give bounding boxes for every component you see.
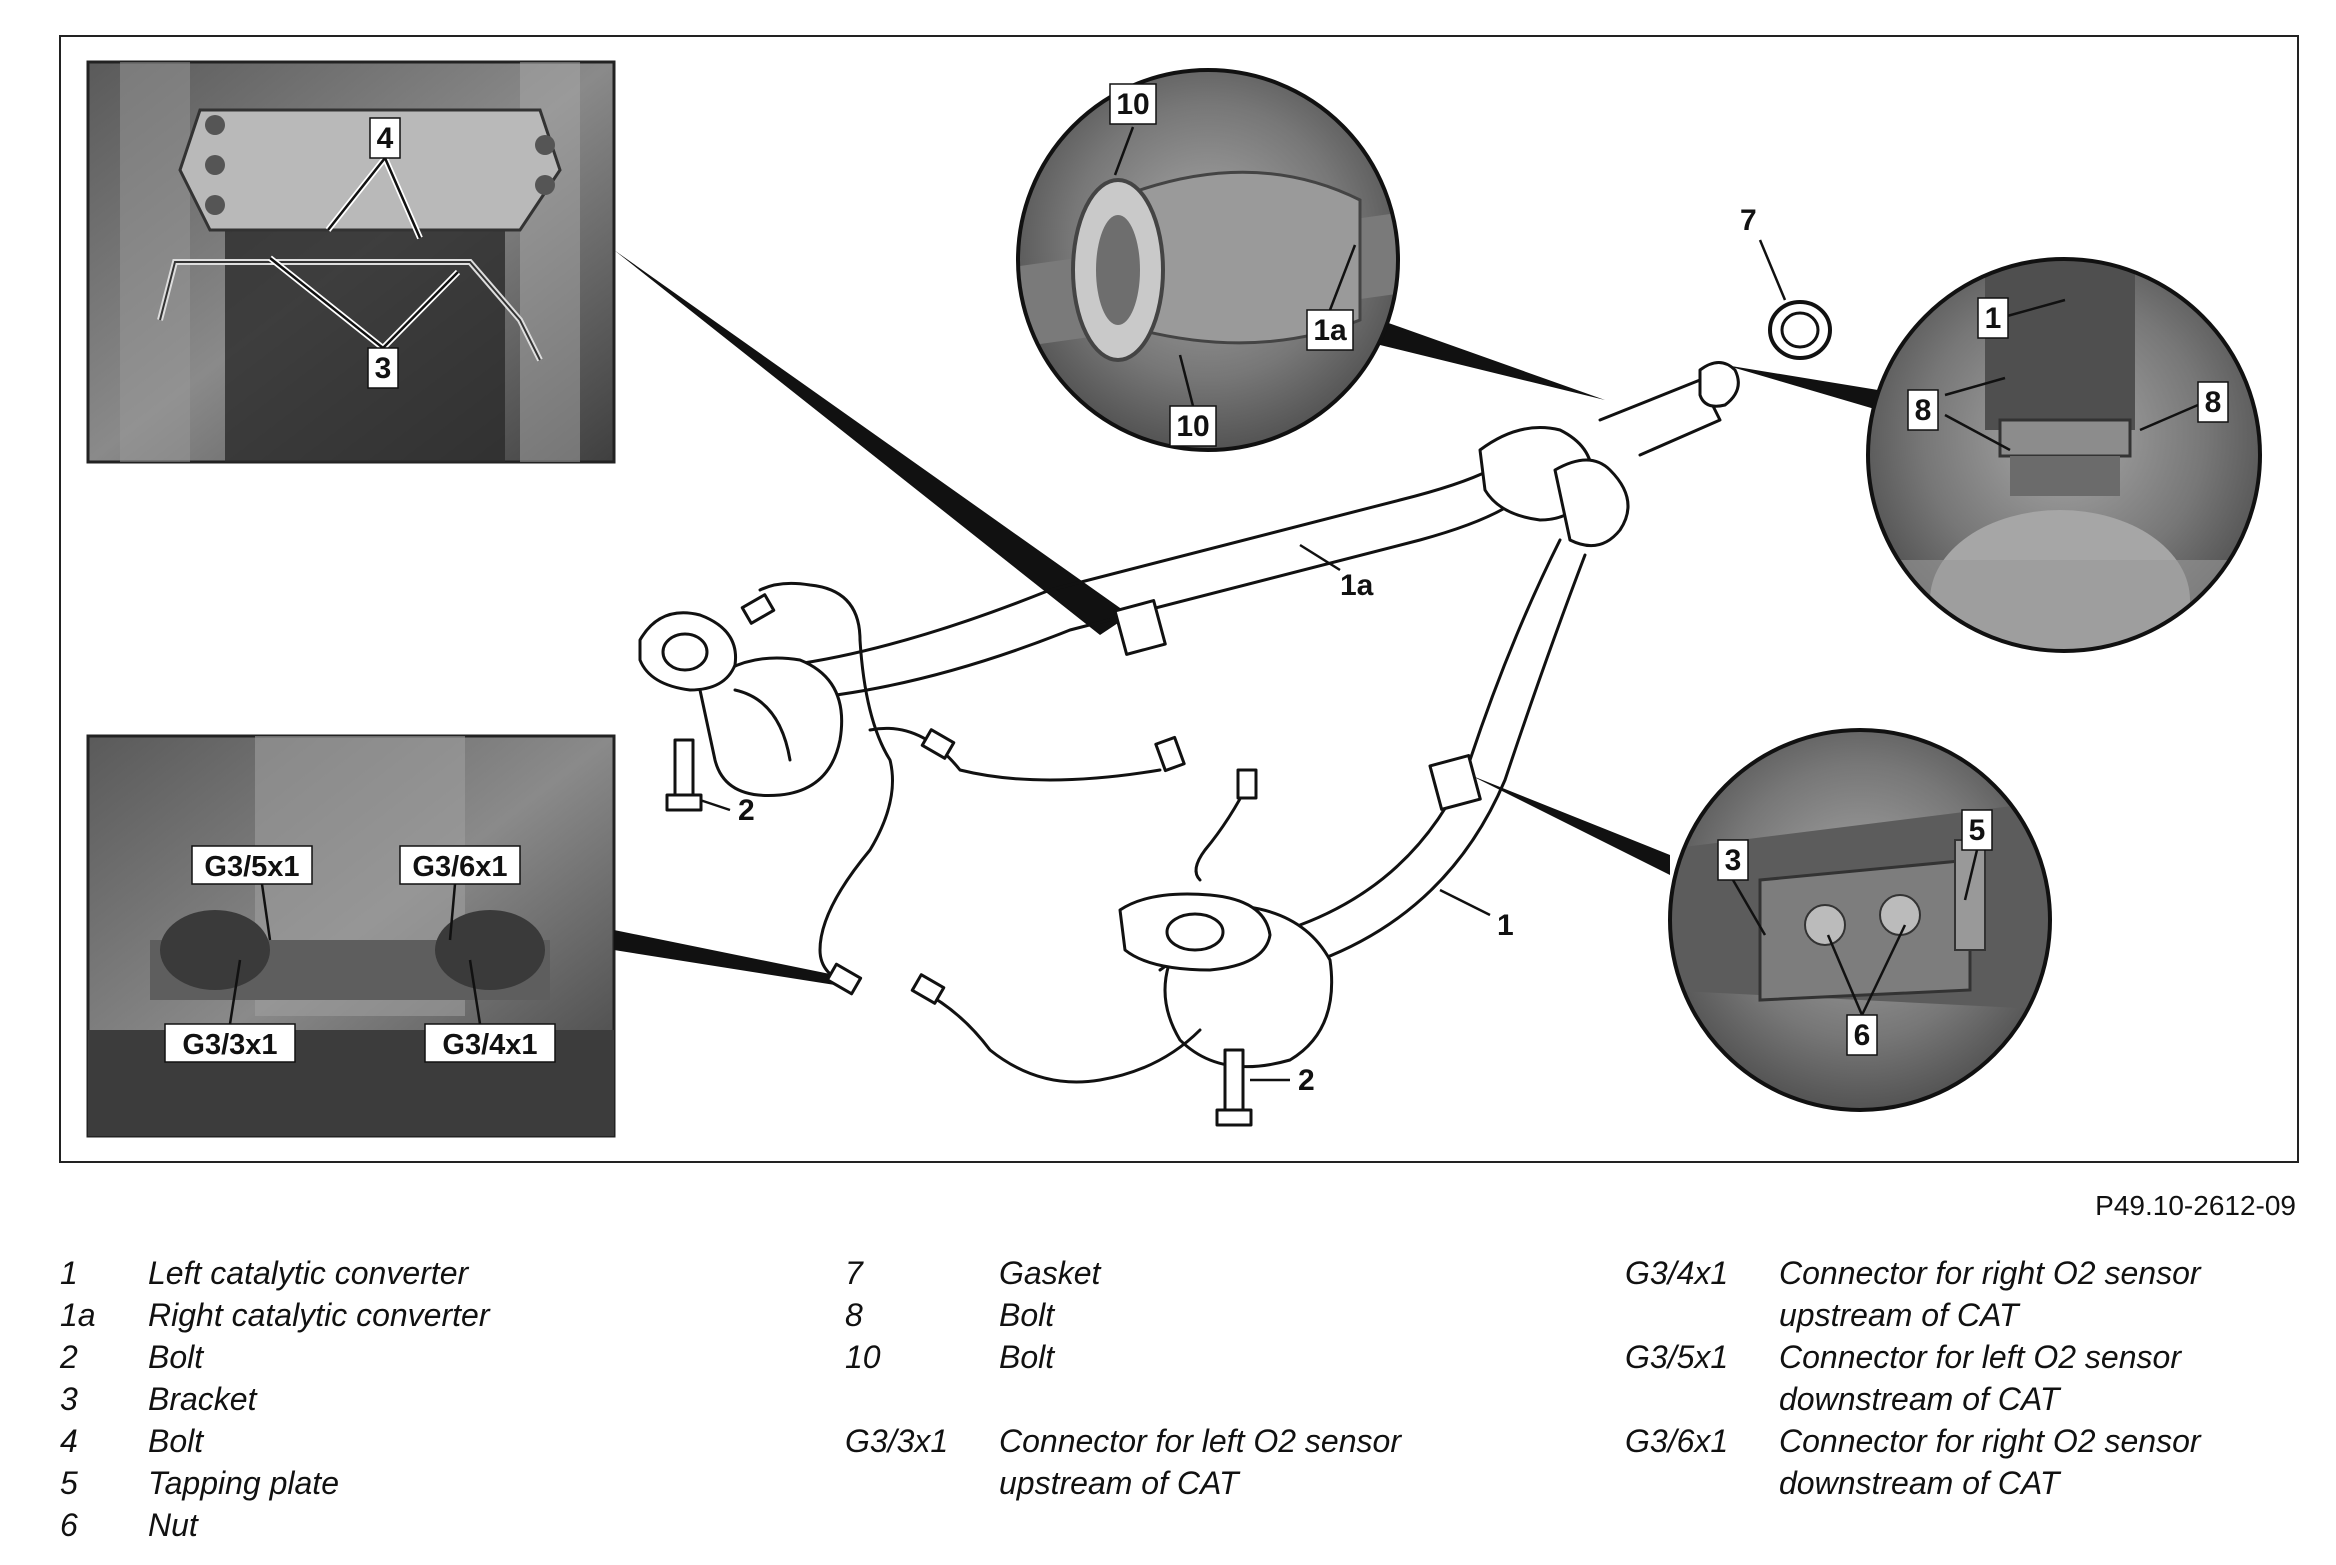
legend-text: Connector for right O2 sensor upstream o… [1779, 1255, 2201, 1333]
legend-item: G3/6x1 Connector for right O2 sensor down… [1625, 1420, 2201, 1504]
leader-circle-right [1725, 365, 1878, 410]
legend-text: Bracket [148, 1381, 257, 1417]
leader-top-left [614, 250, 1130, 635]
detail-circle-top: 10 10 1a [1016, 68, 1400, 452]
legend-text: Bolt [148, 1423, 204, 1459]
legend-key: 10 [845, 1339, 881, 1375]
legend-text: Bolt [999, 1339, 1055, 1375]
tag-g3-4x1: G3/4x1 [442, 1029, 537, 1061]
connector-tags-bottom-left: G3/5x1 G3/6x1 G3/3x1 G3/4x1 [164, 845, 556, 1063]
callout-8-left: 8 [1915, 394, 1932, 427]
detail-circle-right: 1 8 8 [1866, 257, 2262, 653]
callout-1-circle: 1 [1985, 302, 2002, 335]
legend-key: 1a [60, 1297, 96, 1333]
legend-key: 3 [60, 1381, 78, 1417]
legend-text: Connector for left O2 sensor upstream of… [999, 1423, 1401, 1501]
legend-key: 6 [60, 1507, 78, 1543]
legend-item: G3/4x1 Connector for right O2 sensor upst… [1625, 1252, 2201, 1336]
legend-key: 8 [845, 1297, 863, 1333]
callout-8-right: 8 [2205, 386, 2222, 419]
legend-text: Nut [148, 1507, 198, 1543]
callout-10-top: 10 [1116, 88, 1149, 121]
legend-item: 1 Left catalytic converter [60, 1252, 489, 1294]
legend-key: G3/6x1 [1625, 1423, 1729, 1459]
legend-key: G3/4x1 [1625, 1255, 1729, 1291]
legend-key: 4 [60, 1423, 78, 1459]
legend-column-1: 1 Left catalytic converter 1a Right cataly… [60, 1252, 489, 1546]
figure-reference-id: P49.10-2612-09 [2095, 1190, 2296, 1221]
callout-1-main: 1 [1497, 909, 1514, 942]
legend-key: G3/3x1 [845, 1423, 949, 1459]
legend-item: 6 Nut [60, 1504, 489, 1546]
callout-1a-circle: 1a [1313, 314, 1347, 347]
legend-spacer [845, 1378, 1401, 1420]
main-callouts: 1a 1 2 2 7 [699, 204, 1787, 1097]
photo-inset-top-left [86, 60, 616, 464]
legend-item: 7 Gasket [845, 1252, 1401, 1294]
legend-item: 8 Bolt [845, 1294, 1401, 1336]
callout-part-4-top-left: 4 [325, 117, 423, 240]
legend-text: Bolt [148, 1339, 204, 1375]
legend-text: Tapping plate [148, 1465, 339, 1501]
tag-g3-5x1: G3/5x1 [204, 851, 299, 883]
photo-inset-bottom-left [86, 734, 616, 1138]
callout-4: 4 [377, 122, 394, 155]
callout-10-bottom: 10 [1176, 410, 1209, 443]
legend-text: Connector for left O2 sensor downstream … [1779, 1339, 2181, 1417]
leader-circle-top [1380, 320, 1605, 400]
legend-item: 3 Bracket [60, 1378, 489, 1420]
leader-bottom-left [614, 930, 835, 985]
callout-3-circle: 3 [1725, 844, 1742, 877]
legend-item: 10 Bolt [845, 1336, 1401, 1378]
legend-text: Right catalytic converter [148, 1297, 490, 1333]
legend-text: Gasket [999, 1255, 1101, 1291]
legend-item: 1a Right catalytic converter [60, 1294, 489, 1336]
callout-7: 7 [1740, 204, 1757, 237]
callout-1a-main: 1a [1340, 569, 1374, 602]
callout-6-circle: 6 [1854, 1019, 1871, 1052]
legend-key: G3/5x1 [1625, 1339, 1729, 1375]
legend-item: G3/5x1 Connector for left O2 sensor downs… [1625, 1336, 2201, 1420]
legend-key: 7 [845, 1255, 863, 1291]
legend-key: 1 [60, 1255, 78, 1291]
callout-2-right: 2 [1298, 1064, 1315, 1097]
tag-g3-6x1: G3/6x1 [412, 851, 507, 883]
callout-5-circle: 5 [1969, 814, 1986, 847]
tag-g3-3x1: G3/3x1 [182, 1029, 277, 1061]
legend-text: Bolt [999, 1297, 1055, 1333]
legend-column-3: G3/4x1 Connector for right O2 sensor upst… [1625, 1252, 2201, 1504]
callout-3: 3 [375, 352, 392, 385]
legend-key: 2 [60, 1339, 78, 1375]
legend-item: 2 Bolt [60, 1336, 489, 1378]
legend-text: Left catalytic converter [148, 1255, 469, 1291]
legend-key: 5 [60, 1465, 78, 1501]
exhaust-assembly-drawing [638, 300, 1832, 1127]
legend-item: G3/3x1 Connector for left O2 sensor upstr… [845, 1420, 1401, 1504]
legend-text: Connector for right O2 sensor downstream… [1779, 1423, 2201, 1501]
callout-2-left: 2 [738, 794, 755, 827]
detail-circle-bottom: 3 5 6 [1668, 728, 2052, 1112]
legend-item: 5 Tapping plate [60, 1462, 489, 1504]
leader-circle-bottom [1470, 775, 1670, 875]
legend-item: 4 Bolt [60, 1420, 489, 1462]
callout-part-3-top-left: 3 [268, 255, 461, 389]
diagram-frame [59, 35, 2299, 1163]
